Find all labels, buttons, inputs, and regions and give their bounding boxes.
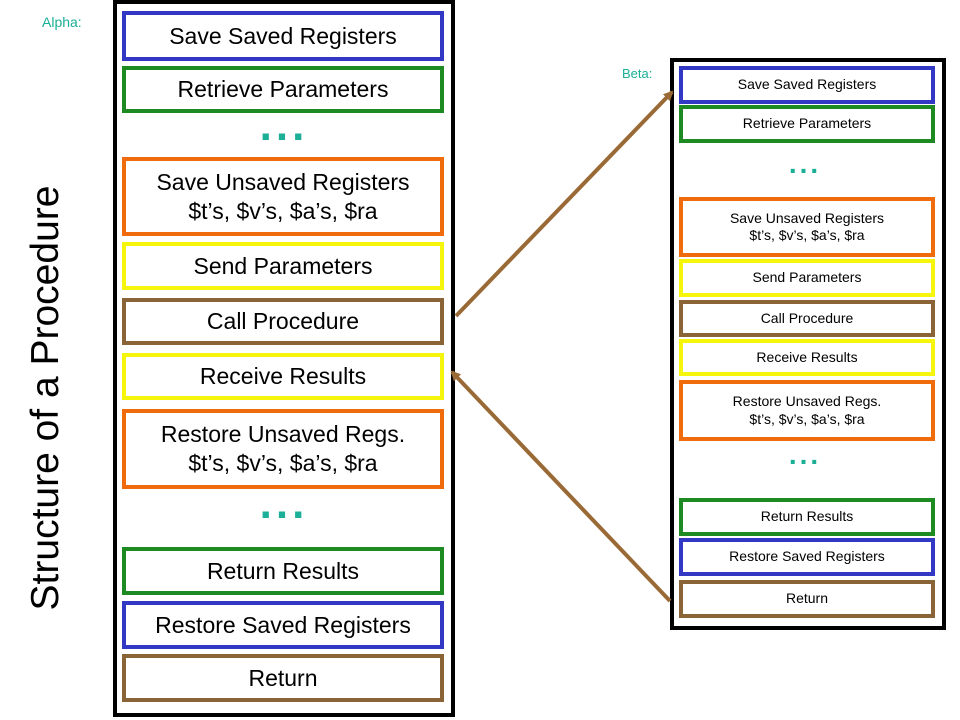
alpha-step-line: Retrieve Parameters	[177, 76, 389, 103]
beta-step-line: Save Saved Registers	[737, 76, 877, 93]
beta-step-return: Return	[679, 580, 935, 618]
alpha-step-line: Call Procedure	[206, 308, 360, 335]
beta-step-call-procedure: Call Procedure	[679, 300, 935, 337]
beta-step-line: $t’s, $v’s, $a’s, $ra	[749, 227, 865, 243]
alpha-label: Alpha:	[42, 14, 82, 30]
alpha-step-line: Return Results	[206, 557, 360, 584]
beta-step-line: Save Unsaved Registers	[729, 209, 885, 226]
alpha-step-line: Restore Saved Registers	[155, 611, 411, 638]
alpha-step-restore-saved-registers: Restore Saved Registers	[122, 601, 444, 649]
alpha-step-line: Send Parameters	[193, 252, 373, 279]
return-arrow	[450, 370, 672, 603]
beta-step-line: Call Procedure	[760, 309, 854, 326]
alpha-step-return: Return	[122, 654, 444, 702]
beta-step-line: Retrieve Parameters	[742, 115, 872, 132]
beta-step-line: Return	[785, 590, 829, 607]
beta-step-restore-unsaved-regs: Restore Unsaved Regs.$t’s, $v’s, $a’s, $…	[679, 380, 935, 441]
alpha-step-line: Save Unsaved Registers	[156, 168, 410, 195]
beta-step-line: Send Parameters	[752, 269, 862, 286]
alpha-step-return-results: Return Results	[122, 547, 444, 595]
alpha-ellipsis-bottom: ...	[259, 479, 309, 528]
beta-step-line: Receive Results	[756, 348, 858, 365]
beta-step-retrieve-parameters: Retrieve Parameters	[679, 105, 935, 143]
alpha-step-line: Restore Unsaved Regs.	[160, 421, 406, 448]
alpha-step-save-saved-registers: Save Saved Registers	[122, 11, 444, 61]
beta-step-line: Restore Saved Registers	[729, 548, 885, 565]
beta-step-send-parameters: Send Parameters	[679, 259, 935, 297]
beta-ellipsis-top: ...	[788, 148, 822, 179]
beta-label: Beta:	[622, 66, 653, 81]
beta-step-line: $t’s, $v’s, $a’s, $ra	[749, 410, 865, 427]
call-arrow	[454, 90, 674, 318]
beta-step-return-results: Return Results	[679, 498, 935, 536]
alpha-ellipsis-top: ...	[259, 101, 309, 150]
alpha-step-call-procedure: Call Procedure	[122, 298, 444, 345]
alpha-step-line: $t’s, $v’s, $a’s, $ra	[188, 197, 378, 224]
beta-step-line: Return Results	[760, 508, 854, 525]
beta-step-save-saved-registers: Save Saved Registers	[679, 66, 935, 104]
alpha-step-line: Return	[248, 664, 318, 691]
alpha-step-send-parameters: Send Parameters	[122, 242, 444, 290]
alpha-step-retrieve-parameters: Retrieve Parameters	[122, 66, 444, 113]
alpha-step-line: Receive Results	[199, 363, 367, 390]
beta-step-receive-results: Receive Results	[679, 339, 935, 376]
alpha-step-save-unsaved-registers: Save Unsaved Registers$t’s, $v’s, $a’s, …	[122, 157, 444, 236]
alpha-step-restore-unsaved-regs: Restore Unsaved Regs.$t’s, $v’s, $a’s, $…	[122, 409, 444, 489]
alpha-step-line: Save Saved Registers	[169, 22, 397, 49]
beta-step-save-unsaved-registers: Save Unsaved Registers$t’s, $v’s, $a’s, …	[679, 197, 935, 257]
alpha-step-line: $t’s, $v’s, $a’s, $ra	[188, 450, 378, 476]
beta-step-restore-saved-registers: Restore Saved Registers	[679, 538, 935, 576]
beta-step-line: Restore Unsaved Regs.	[732, 393, 882, 409]
alpha-step-receive-results: Receive Results	[122, 353, 444, 400]
beta-ellipsis-bottom: ...	[788, 439, 822, 470]
